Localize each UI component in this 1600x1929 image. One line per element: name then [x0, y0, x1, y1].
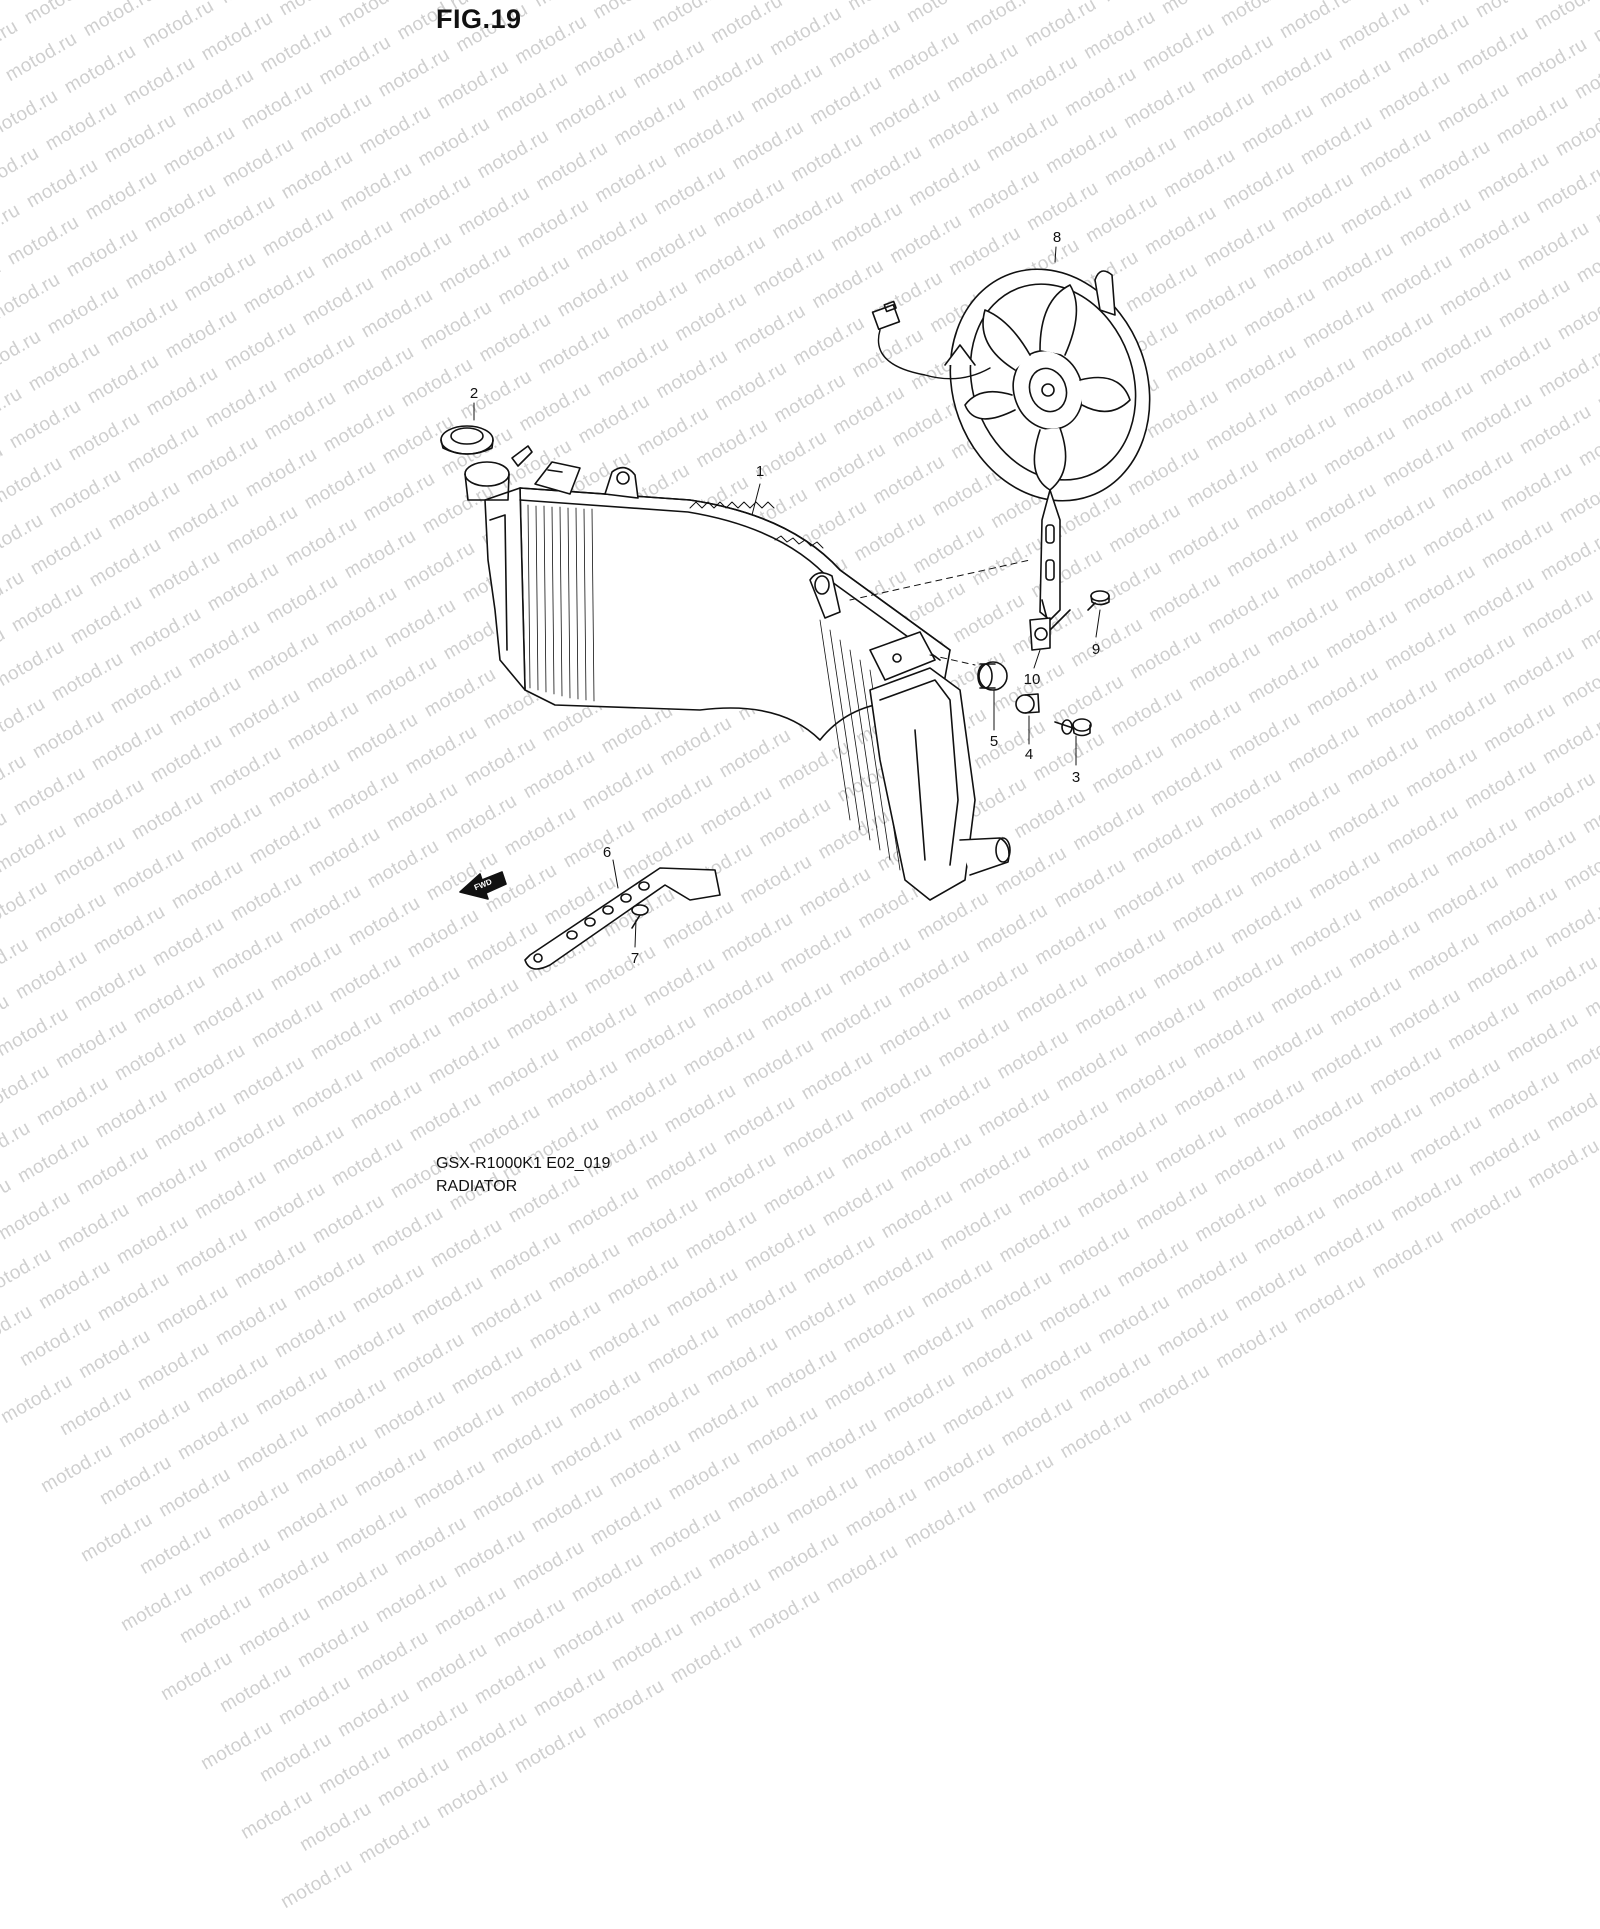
top-bracket-left	[534, 461, 581, 495]
callout-6: 6	[603, 844, 611, 861]
mount-bracket	[869, 631, 936, 681]
fwd-arrow-icon	[459, 871, 507, 900]
grommet-5	[977, 661, 1008, 691]
model-code: GSX-R1000K1 E02_019	[436, 1155, 611, 1172]
side-bracket	[809, 572, 841, 619]
nut-10	[1029, 617, 1051, 651]
callout-8: 8	[1053, 229, 1061, 246]
radiator-lower-tank	[869, 667, 1011, 901]
lower-bracket	[524, 867, 721, 970]
callout-2: 2	[470, 385, 478, 402]
collar-4	[1015, 693, 1040, 714]
top-bracket-right	[604, 466, 639, 499]
radiator-fins	[527, 504, 595, 702]
bolt-9	[1087, 590, 1110, 611]
cooling-fan	[871, 268, 1151, 631]
callout-1: 1	[756, 463, 764, 480]
callout-5: 5	[990, 733, 998, 750]
filler-neck	[464, 445, 533, 501]
bolt-3	[1054, 718, 1092, 737]
figure-title: FIG.19	[436, 4, 522, 34]
callout-10: 10	[1024, 671, 1041, 688]
radiator-core	[484, 487, 951, 871]
callout-7: 7	[631, 950, 639, 967]
callout-9: 9	[1092, 641, 1100, 658]
radiator-cap	[440, 425, 494, 455]
section-name: RADIATOR	[436, 1178, 518, 1195]
callout-4: 4	[1025, 746, 1033, 763]
bolt-7	[631, 904, 649, 929]
callout-3: 3	[1072, 769, 1080, 786]
